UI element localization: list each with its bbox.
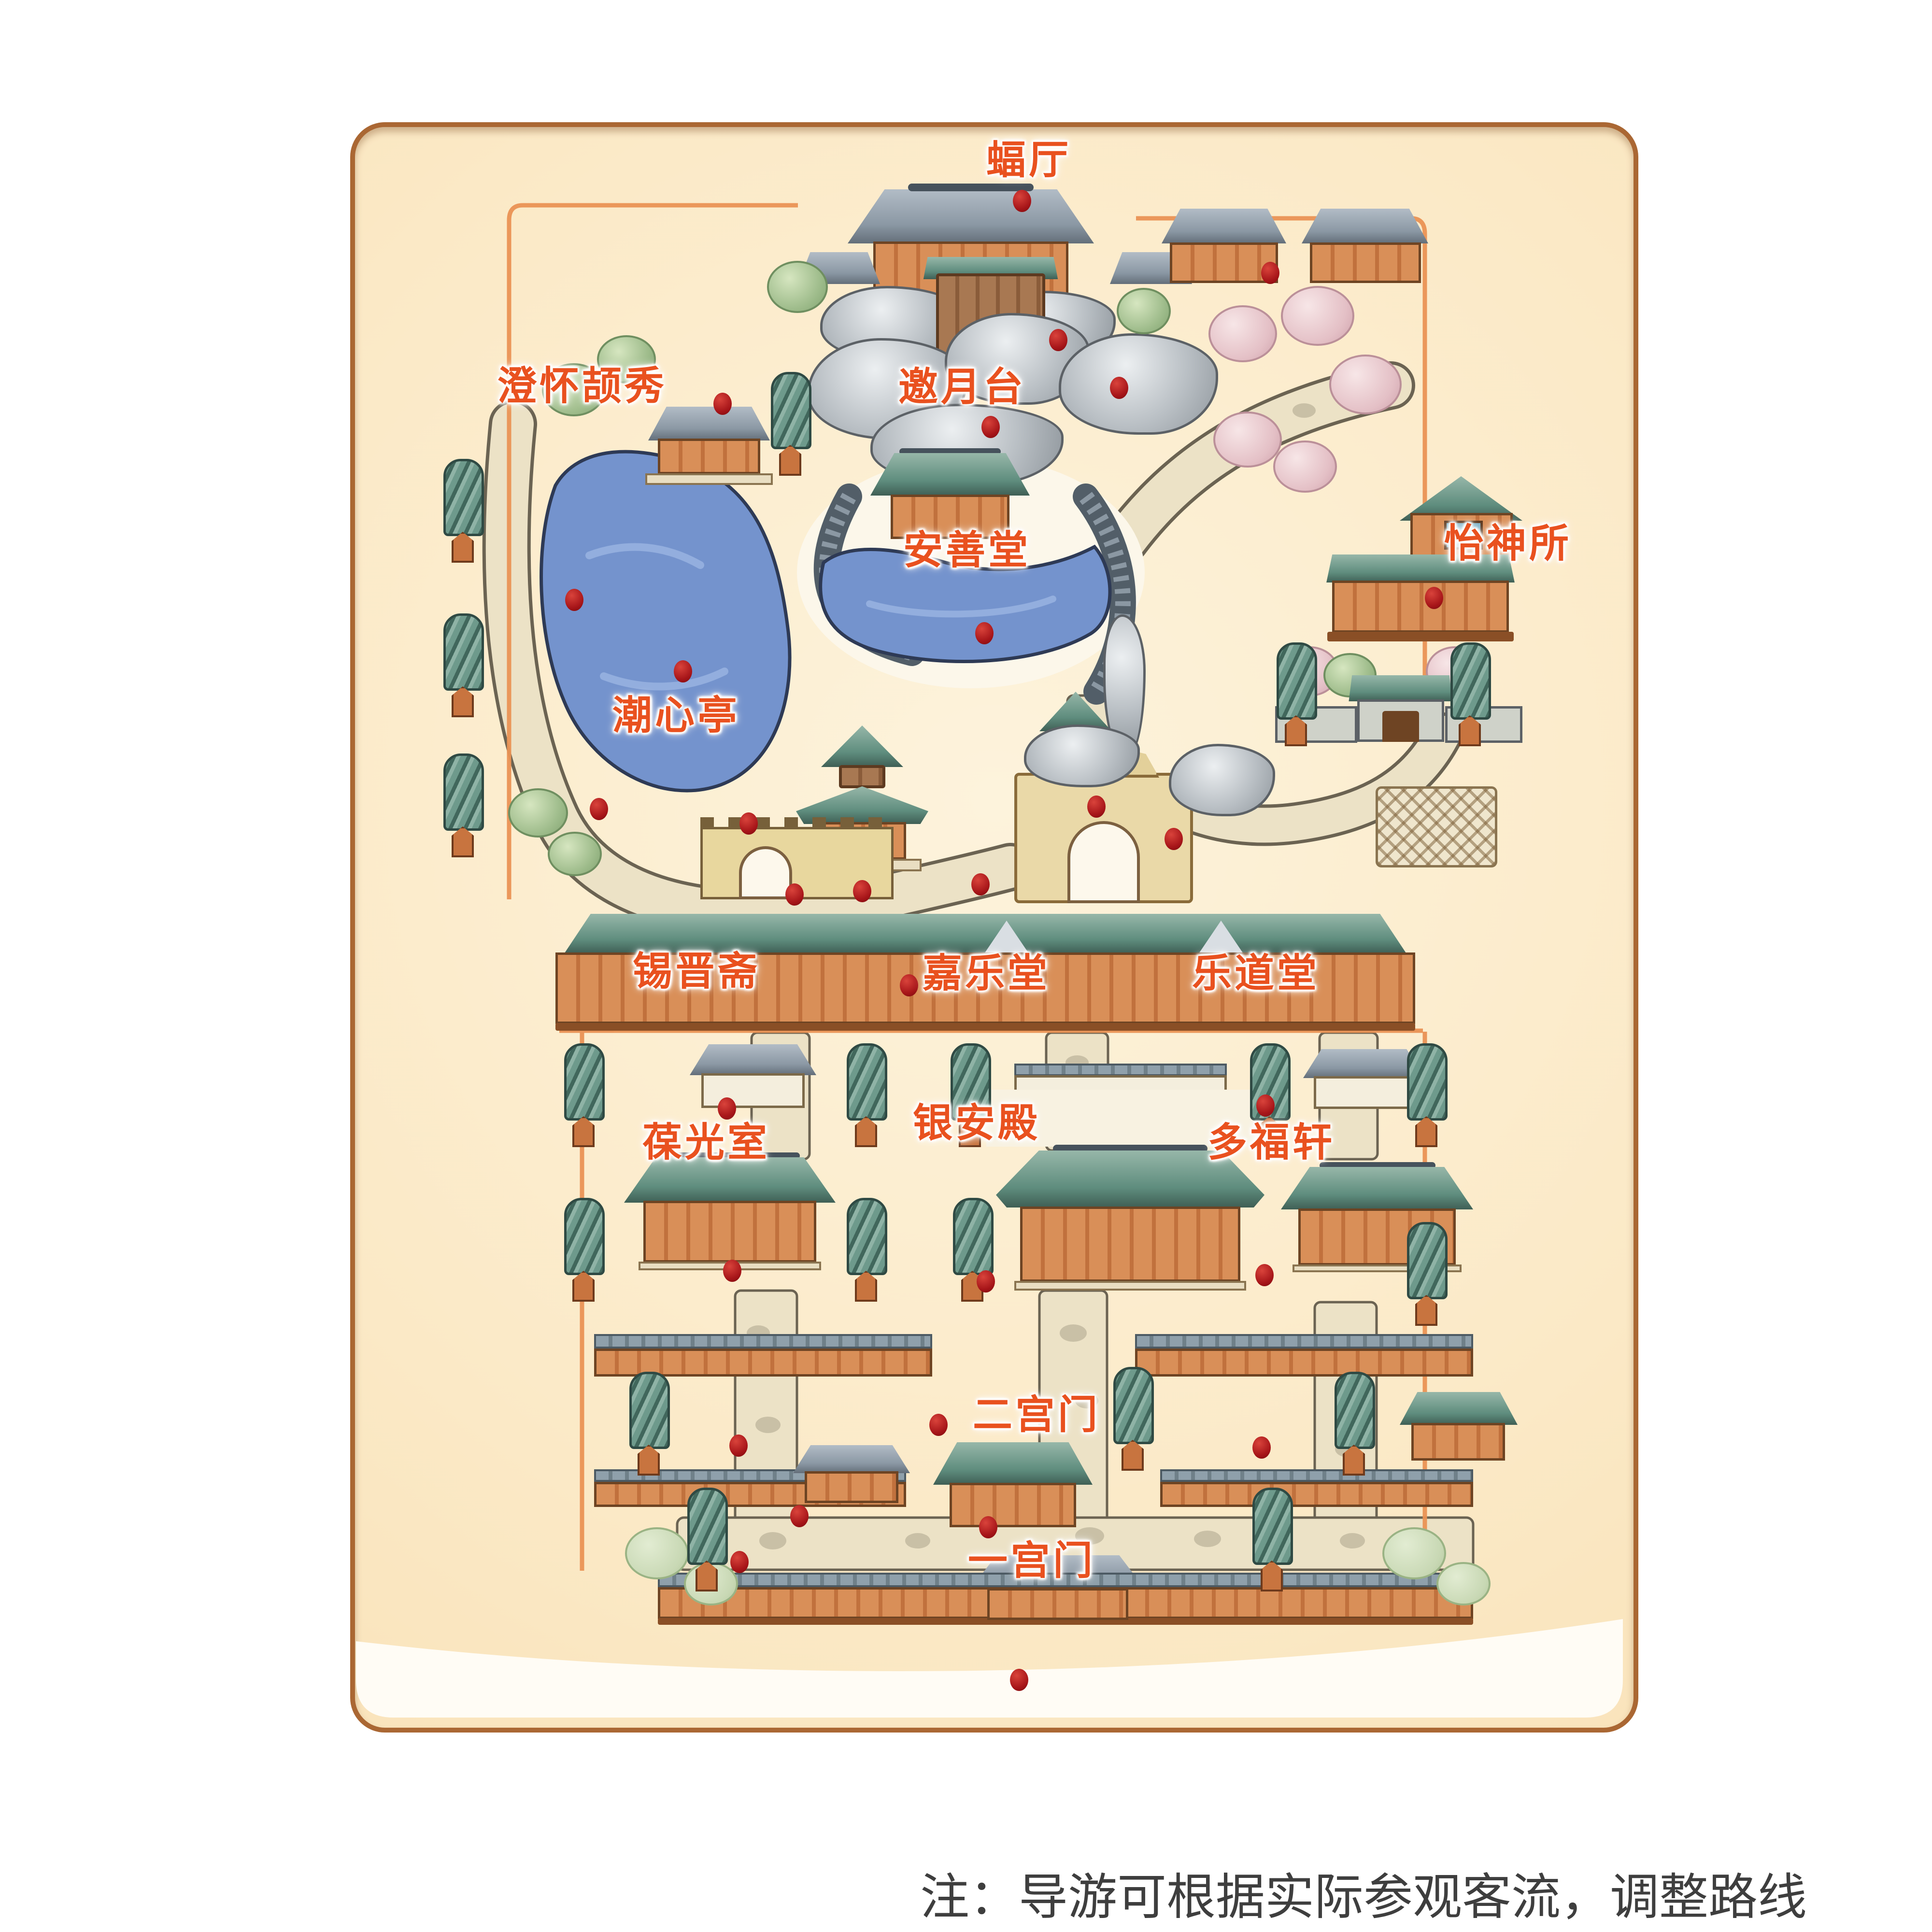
tree [542,363,606,416]
facade-base [658,1618,1473,1625]
window [1444,521,1483,550]
rear-hall-wall [1314,1076,1416,1109]
tree [1117,288,1171,334]
shed-wall [1310,242,1421,283]
compound-wall [1135,1349,1473,1377]
rear-hall-roof [1303,1049,1425,1078]
map-label-yigongmen: 一宫门 [967,1538,1096,1584]
map-label-futing: 蝠厅 [986,137,1072,183]
tree [767,261,828,313]
base [1014,1281,1246,1291]
court-wall [1445,706,1522,743]
court-wall-tiles [1014,1064,1227,1076]
map-label-chaoxinting: 潮心亭 [612,693,740,739]
roof-ridge [908,184,1034,191]
map-label-ledaotang: 乐道堂 [1192,951,1320,996]
blossom-tree [1329,355,1402,414]
gate-wall [987,1588,1128,1620]
building-anshantang [870,453,1030,496]
facade-tiles [658,1573,1473,1587]
wall-tiles [594,1334,932,1349]
map-label-chenghuaijiexiu: 澄怀颉秀 [497,363,668,409]
side-hall-wall [805,1471,898,1503]
shed-roof [1302,209,1428,243]
map-label-ergongmen: 二宫门 [972,1392,1101,1438]
court-wall [1275,706,1357,743]
blossom-tree [1213,412,1282,468]
building-duofuxuan [1281,1167,1473,1209]
compound-wall [1160,1482,1473,1507]
shed-wall [1170,242,1278,283]
rockery [1024,724,1140,787]
shrub [625,1527,689,1579]
wall [643,1201,816,1263]
blossom-tree [1208,305,1277,362]
wall [950,1483,1076,1527]
building-ergongmen [933,1442,1093,1485]
side-hall-roof [793,1445,910,1473]
side-hall-roof [1400,1392,1518,1425]
tree [548,832,602,876]
crenellation [700,817,894,828]
court-backdrop [986,1090,1264,1147]
side-arch [739,846,792,899]
shrub [684,1562,738,1605]
shrub [1382,1527,1446,1579]
shed-roof [1162,209,1286,243]
base [555,1023,1415,1031]
map-label-yaoyuetai: 邀月台 [898,364,1026,410]
compound-wall [594,1349,932,1377]
wall [1020,1207,1240,1282]
pavilion-columns [839,765,885,788]
map-footnote: 注：导游可根据实际参观客流，调整路线 [920,1869,1807,1926]
map-label-anshantang: 安善堂 [903,527,1031,573]
map-label-yinandian: 银安殿 [912,1100,1041,1146]
wall [891,495,1009,539]
base [1293,1264,1462,1272]
rockery [1169,744,1275,816]
rear-hall-wall [701,1073,805,1108]
tree [597,335,656,384]
tree [508,788,568,838]
map-label-duofuxuan: 多福轩 [1207,1120,1335,1165]
court-gate-roof [1349,675,1453,701]
building-baoguangshi [624,1157,836,1203]
building-chenghuaijiexiu [648,407,770,440]
gate-arch [1067,821,1140,903]
blossom-tree [1281,286,1354,346]
crenellated-wall [700,827,894,899]
base [1327,632,1514,641]
map-label-xijinzhai: 锡晋斋 [632,949,761,994]
building-futing [848,189,1094,243]
door [1382,711,1419,742]
wall-tiles [1135,1334,1473,1349]
wall [658,439,760,474]
blossom-tree [1273,440,1337,493]
veranda-wall [1332,581,1509,633]
terrace-base [645,473,773,485]
colonnade-wall [555,952,1415,1024]
map-label-yishensuo: 怡神所 [1444,521,1572,567]
wall [1298,1208,1456,1265]
colonnade-roof [564,914,1406,953]
veranda-roof [1326,554,1515,582]
base [639,1262,821,1270]
map-label-baoguangshi: 葆光室 [642,1120,770,1165]
map-label-jialetang: 嘉乐堂 [922,951,1051,996]
rear-hall-roof [690,1044,816,1075]
vine-trellis [1376,786,1497,867]
shrub [1436,1562,1491,1605]
wall-tiles [1160,1469,1473,1482]
building-yinandian [996,1151,1264,1208]
side-hall-wall [1411,1423,1505,1461]
rockery [1059,333,1218,435]
